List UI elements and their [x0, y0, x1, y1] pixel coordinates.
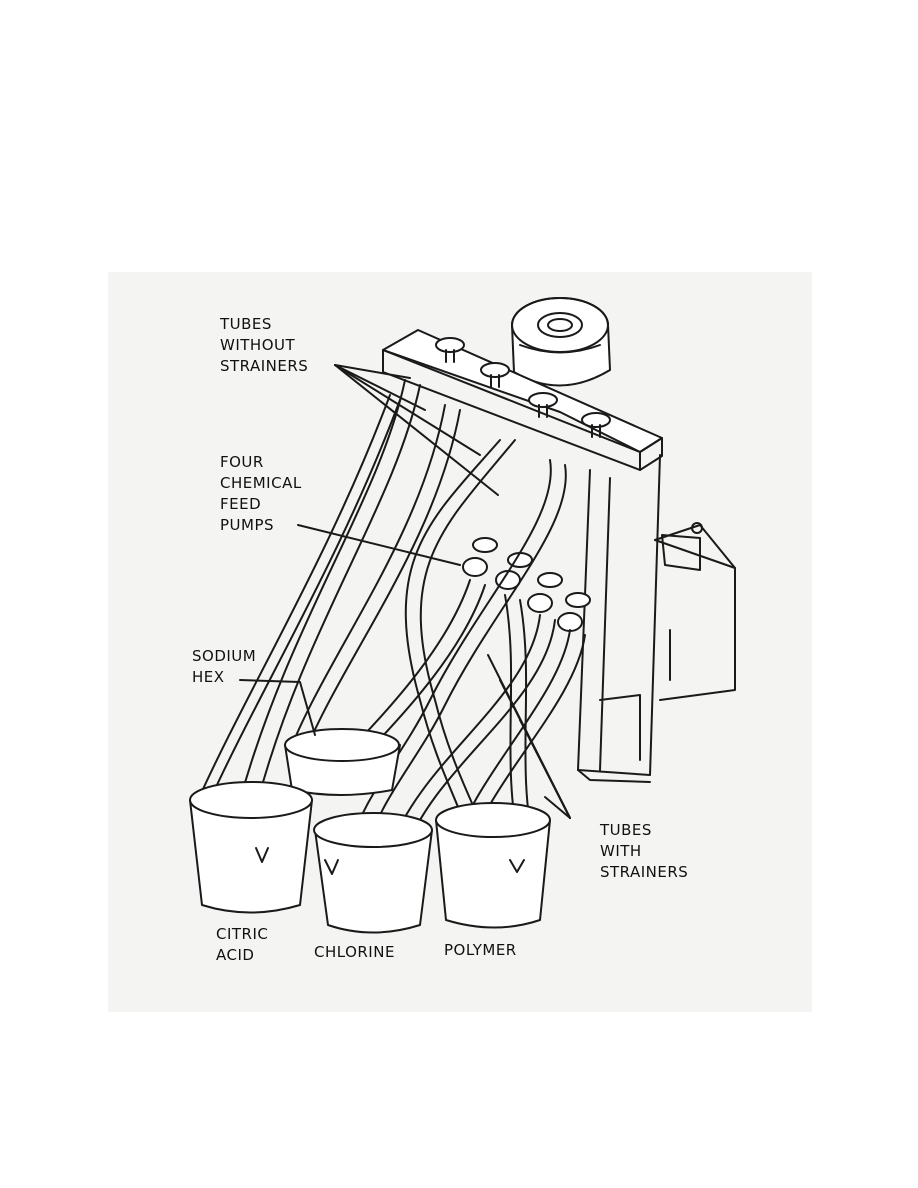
- chemical-feed-pump-illustration: TUBES WITHOUT STRAINERS FOUR CHEMICAL FE…: [108, 272, 812, 1012]
- label-tubes-with-strainers: TUBES WITH STRAINERS: [600, 821, 689, 881]
- pump-assembly-drawing: [108, 272, 812, 1012]
- motor: [512, 298, 610, 386]
- top-knobs: [436, 338, 610, 437]
- label-four-chemical-feed-pumps: FOUR CHEMICAL FEED PUMPS: [220, 453, 302, 534]
- label-polymer: POLYMER: [444, 941, 517, 959]
- label-chlorine: CHLORINE: [314, 943, 395, 961]
- pump-housing: [383, 330, 735, 782]
- label-tubes-without-strainers: TUBES WITHOUT STRAINERS: [220, 315, 309, 375]
- label-citric-acid: CITRIC ACID: [216, 925, 269, 964]
- label-sodium-hex: SODIUM HEX: [192, 647, 257, 686]
- leader-arrows: [240, 365, 570, 818]
- buckets: [190, 729, 550, 933]
- feed-pumps: [463, 538, 590, 631]
